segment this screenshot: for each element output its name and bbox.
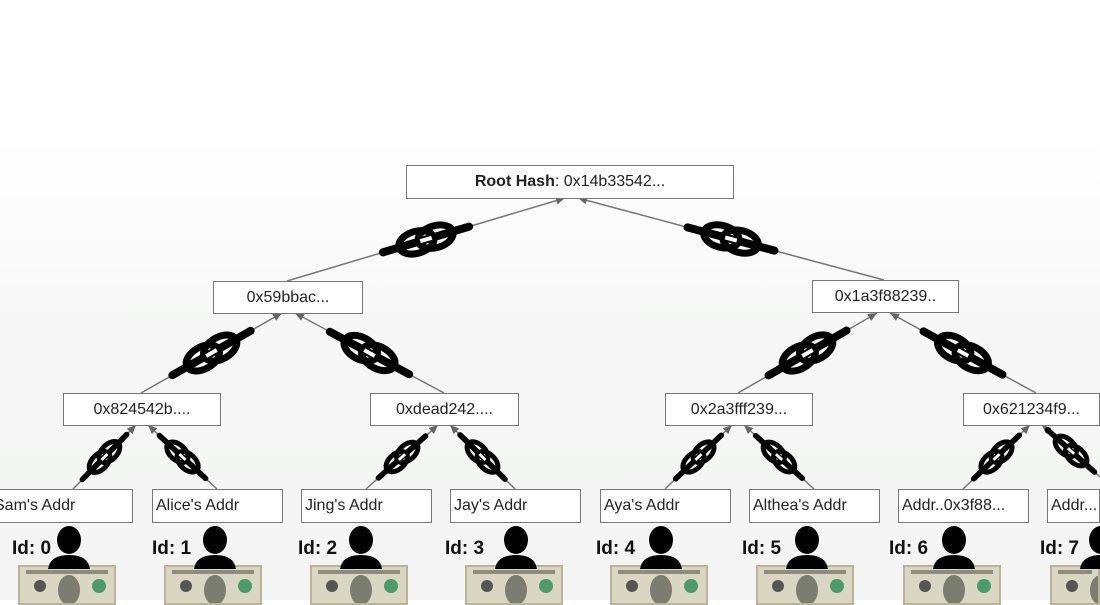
leaf-address-node: Alice's Addr [152, 489, 283, 523]
arrow-head-icon [148, 425, 158, 435]
leaf-address-label: Althea's Addr [753, 497, 847, 514]
chain-link-icon [672, 432, 725, 482]
arrow-head-icon [272, 313, 282, 321]
chain-link-icon [378, 221, 474, 258]
hash-node-l2-3: 0x621234f9... [963, 393, 1100, 426]
leaf-id-label: Id: 0 [12, 538, 52, 559]
leaf-address-label: Sam's Addr [0, 497, 76, 514]
leaf-id-label: Id: 2 [298, 538, 338, 559]
chain-link-icon [919, 327, 1007, 379]
chain-link-icon [457, 432, 508, 482]
arrow-head-icon [295, 313, 305, 321]
hash-node-l1-0: 0x59bbac... [213, 281, 363, 314]
leaf-address-node: Addr... [1047, 489, 1100, 523]
chain-link-icon [752, 432, 806, 482]
dollar-bill-icon [164, 565, 262, 605]
dollar-bill-icon [610, 565, 708, 605]
person-icon [786, 526, 828, 569]
chain-link-icon [375, 433, 429, 481]
dollar-bill-icon [756, 565, 854, 605]
chain-link-icon [168, 326, 255, 380]
arrow-head-icon [744, 425, 754, 435]
arrow-head-icon [890, 313, 900, 321]
leaf-address-node: Althea's Addr [749, 489, 880, 523]
hash-node-l2-0: 0x824542b.... [63, 393, 221, 426]
leaf-address-label: Alice's Addr [156, 497, 240, 514]
person-icon [340, 526, 382, 569]
leaf-address-node: Sam's Addr [0, 489, 133, 523]
arrow-head-icon [450, 425, 460, 435]
root-hash-value: : 0x14b33542... [554, 173, 666, 190]
person-icon [48, 526, 90, 569]
person-icon [495, 526, 537, 569]
leaf-id-label: Id: 3 [445, 538, 485, 559]
hash-node-l1-1: 0x1a3f88239.. [812, 280, 959, 313]
dollar-bill-icon [18, 565, 116, 605]
dollar-bill-icon [465, 565, 563, 605]
person-icon [194, 526, 236, 569]
leaf-id-label: Id: 7 [1040, 538, 1080, 559]
leaf-id-label: Id: 5 [742, 538, 782, 559]
leaf-id-label: Id: 1 [152, 538, 192, 559]
arrow-head-icon [867, 313, 877, 321]
dollar-bill-icon [1050, 565, 1100, 605]
person-icon [1080, 526, 1100, 569]
leaf-address-label: Jay's Addr [454, 497, 528, 514]
chain-link-icon [764, 326, 851, 380]
leaf-address-node: Jing's Addr [301, 489, 432, 523]
dollar-bill-icon [903, 565, 1001, 605]
arrow-head-icon [1020, 425, 1030, 435]
leaf-address-label: Addr... [1051, 497, 1098, 514]
arrow-head-icon [722, 425, 732, 435]
leaf-address-node: Addr..0x3f88... [898, 489, 1029, 523]
leaf-address-node: Jay's Addr [450, 489, 581, 523]
chain-link-icon [156, 432, 209, 482]
leaf-address-label: Jing's Addr [305, 497, 383, 514]
arrow-head-icon [126, 425, 136, 435]
leaf-address-label: Addr..0x3f88... [902, 497, 1006, 514]
root-hash-label: Root Hash [474, 173, 555, 190]
person-icon [640, 526, 682, 569]
dollar-bill-icon [310, 565, 408, 605]
chain-link-icon [1044, 427, 1098, 475]
root-hash-node: Root Hash: 0x14b33542... [406, 165, 734, 199]
arrow-head-icon [428, 425, 438, 434]
chain-link-icon [970, 432, 1023, 482]
leaf-address-label: Aya's Addr [604, 497, 680, 514]
chain-link-icon [683, 221, 779, 257]
leaf-id-label: Id: 4 [596, 538, 636, 559]
leaf-address-node: Aya's Addr [600, 489, 731, 523]
chain-link-icon [79, 431, 130, 483]
hash-node-l2-1: 0xdead242.... [370, 393, 519, 426]
hash-node-l2-2: 0x2a3fff239... [665, 393, 813, 426]
leaf-id-label: Id: 6 [889, 538, 929, 559]
person-icon [933, 526, 975, 569]
chain-link-icon [325, 327, 414, 379]
